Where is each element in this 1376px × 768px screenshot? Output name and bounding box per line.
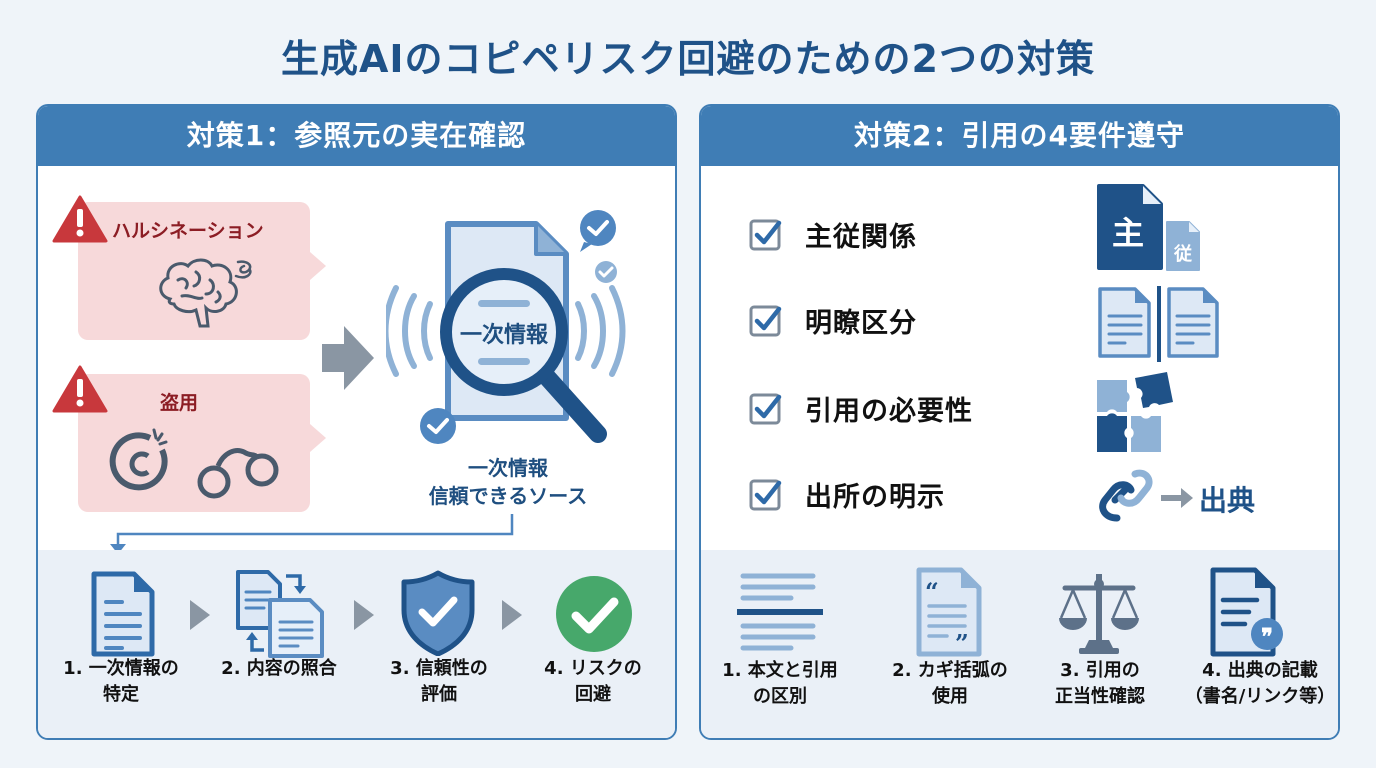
citation-process: “ ” ❞ bbox=[701, 550, 1338, 738]
svg-text:❞: ❞ bbox=[1261, 624, 1273, 650]
risk-card-plagiarism bbox=[78, 374, 326, 512]
document-icon bbox=[91, 571, 155, 657]
risk-card-hallucination bbox=[78, 202, 326, 340]
step-1-label: 1. 一次情報の特定 bbox=[63, 658, 179, 705]
magnifier-text: 一次情報 bbox=[460, 322, 549, 348]
step-3-label: 3. 信頼性の評価 bbox=[390, 658, 488, 705]
panel-header: 対策2：引用の4要件遵守 bbox=[701, 106, 1338, 166]
requirement-label: 明瞭区分 bbox=[805, 307, 917, 339]
chevron-right-icon bbox=[190, 600, 210, 630]
svg-text:“: “ bbox=[925, 577, 939, 606]
verification-process: 1. 一次情報の特定 2. 内容の照合 3. 信頼性の評価 4. リスクの回避 bbox=[38, 550, 675, 738]
source-caption-line2: 信頼できるソース bbox=[428, 484, 588, 508]
step-4-label: 4. リスクの回避 bbox=[544, 658, 642, 705]
main-char: 主 bbox=[1112, 214, 1144, 252]
quote-document-icon: “ ” bbox=[916, 567, 982, 658]
scales-icon bbox=[1059, 574, 1139, 654]
requirement-clear-distinction: 明瞭区分 bbox=[749, 300, 917, 340]
split-documents-icon bbox=[1098, 286, 1219, 362]
countermeasure-2-panel: 対策2：引用の4要件遵守 主従関係 明瞭区分 引用の必要性 出所の明示 主 bbox=[699, 104, 1340, 740]
warning-icon bbox=[52, 195, 108, 243]
connector-arrow bbox=[110, 514, 514, 554]
requirement-main-sub: 主従関係 bbox=[749, 214, 917, 254]
primary-source-magnifier-icon: 一次情報 bbox=[386, 210, 626, 444]
checkbox-checked-icon bbox=[749, 393, 782, 425]
svg-text:”: ” bbox=[955, 629, 969, 658]
brain-icon bbox=[159, 258, 252, 328]
chevron-right-icon bbox=[354, 600, 374, 630]
source-caption-line1: 一次情報 bbox=[468, 456, 548, 480]
checkbox-checked-icon bbox=[749, 305, 782, 337]
checkbox-checked-icon bbox=[749, 219, 782, 251]
warning-icon bbox=[52, 365, 108, 413]
source-caption: 一次情報 信頼できるソース bbox=[378, 454, 638, 510]
link-source-icon: 出典 bbox=[1099, 469, 1255, 522]
requirement-label: 出所の明示 bbox=[805, 481, 945, 513]
shield-check-icon bbox=[401, 570, 475, 656]
requirement-label: 主従関係 bbox=[805, 221, 917, 253]
step-2-label: 2. 内容の照合 bbox=[221, 658, 337, 679]
citation-step-2-label: 2. カギ括弧の使用 bbox=[892, 660, 1008, 707]
countermeasure-1-panel: 対策1：参照元の実在確認 ハルシネーション bbox=[36, 104, 677, 740]
citation-step-4-label: 4. 出典の記載（書名/リンク等） bbox=[1184, 660, 1336, 707]
copyright-handcuffs-icon bbox=[109, 428, 279, 499]
citation-step-1-label: 1. 本文と引用の区別 bbox=[722, 660, 838, 707]
puzzle-icon bbox=[1097, 372, 1173, 452]
chevron-right-icon bbox=[502, 600, 522, 630]
risk-label-hallucination: ハルシネーション bbox=[112, 220, 264, 242]
compare-documents-icon bbox=[236, 570, 324, 658]
source-text: 出典 bbox=[1199, 484, 1255, 517]
requirement-source-attribution: 出所の明示 bbox=[749, 474, 945, 514]
citation-step-3-label: 3. 引用の正当性確認 bbox=[1055, 660, 1145, 707]
check-circle-icon bbox=[556, 576, 632, 652]
citation-document-icon: ❞ bbox=[1210, 567, 1283, 657]
requirement-necessity: 引用の必要性 bbox=[749, 388, 973, 428]
checkbox-checked-icon bbox=[749, 479, 782, 511]
risk-label-plagiarism: 盗用 bbox=[160, 392, 199, 414]
requirement-label: 引用の必要性 bbox=[805, 395, 973, 427]
panel-header: 対策1：参照元の実在確認 bbox=[38, 106, 675, 166]
main-sub-document-icon: 主 従 bbox=[1097, 184, 1200, 271]
text-lines-icon bbox=[737, 573, 823, 651]
sub-char: 従 bbox=[1173, 243, 1193, 265]
main-title: 生成AIのコピペリスク回避のための2つの対策 bbox=[281, 37, 1095, 81]
arrow-right-icon bbox=[322, 326, 374, 390]
